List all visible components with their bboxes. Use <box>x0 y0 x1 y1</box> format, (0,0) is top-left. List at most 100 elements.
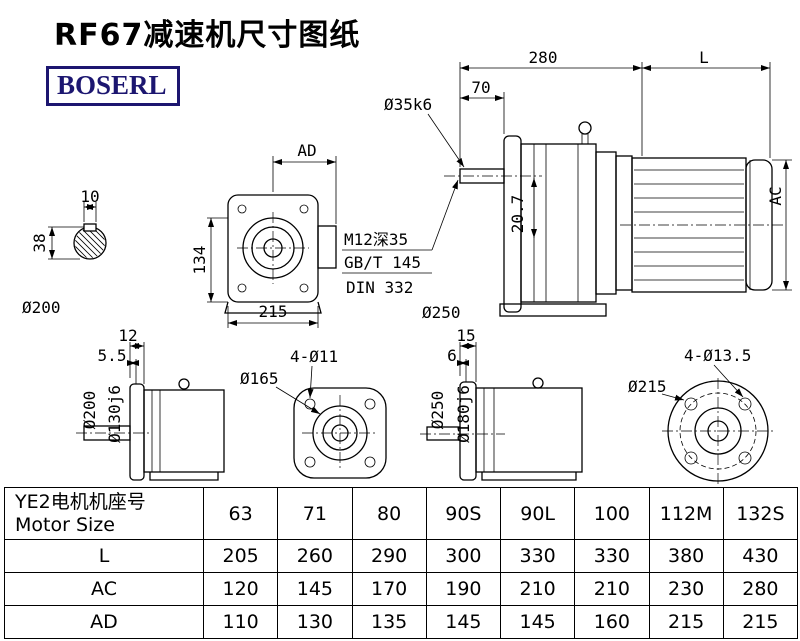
dim-ac: AC <box>766 186 785 205</box>
flange-diameter-label: Ø200 <box>22 298 61 317</box>
keyway <box>83 223 97 232</box>
dimensions: 280 L 70 Ø35k6 AC 20.7 M12深35 GB/T 145 D… <box>342 48 792 322</box>
ad-value: 135 <box>351 605 427 639</box>
ac-value: 145 <box>277 572 353 606</box>
shaft-diameter-label: Ø35k6 <box>384 95 432 114</box>
table-row-ac: AC 120 145 170 190 210 210 230 280 <box>4 572 799 606</box>
bolt-hole <box>738 451 752 465</box>
flange-diameter-label: Ø165 <box>240 369 279 388</box>
flange-od-label: Ø250 <box>428 391 447 430</box>
flange-view-small: Ø165 4-Ø11 <box>240 347 387 479</box>
motor-size-header: YE2电机机座号 Motor Size <box>4 487 204 540</box>
bolt-hole <box>684 451 698 465</box>
motor-size-112m: 112M <box>648 487 724 540</box>
table-row-ad: AD 110 130 135 145 145 160 215 215 <box>4 605 799 639</box>
dim-15: 15 <box>456 326 475 345</box>
tap-note: M12深35 <box>344 230 408 249</box>
bolt-hole <box>299 283 309 293</box>
ad-value: 145 <box>499 605 576 639</box>
dimensions: AD 134 215 <box>190 141 337 328</box>
flange-od-label: Ø200 <box>80 391 99 430</box>
dim-ad: AD <box>297 141 316 160</box>
table-header-row: YE2电机机座号 Motor Size 63 71 80 90S 90L 100… <box>4 487 799 540</box>
dim-215: 215 <box>259 302 288 321</box>
bolt-hole <box>237 283 247 293</box>
row-label-ad: AD <box>4 605 204 639</box>
dim-280: 280 <box>529 48 558 67</box>
motor-size-header-cn: YE2电机机座号 <box>15 490 146 513</box>
dim-70: 70 <box>471 78 490 97</box>
output-shaft <box>444 168 542 184</box>
ad-value: 110 <box>202 605 279 639</box>
shaft-section-drawing: 10 38 Ø200 <box>22 187 107 317</box>
bolt-hole <box>304 398 316 410</box>
dim-6: 6 <box>447 346 457 365</box>
motor-size-header-en: Motor Size <box>15 513 115 536</box>
ad-value: 215 <box>722 605 799 639</box>
bottom-views-drawing: 12 5.5 Ø200 Ø130j6 Ø165 4-Ø11 <box>76 326 774 484</box>
base-foot <box>149 472 219 481</box>
bolt-hole <box>304 456 316 468</box>
bolt-hole <box>684 397 698 411</box>
bolt-hole <box>738 397 752 411</box>
bolt-holes-label: 4-Ø13.5 <box>684 346 751 365</box>
row-label-l: L <box>4 539 204 573</box>
ac-value: 230 <box>648 572 724 606</box>
dimension-table: YE2电机机座号 Motor Size 63 71 80 90S 90L 100… <box>4 487 799 639</box>
flange <box>129 383 145 481</box>
motor-size-80: 80 <box>351 487 427 540</box>
dim-5-5: 5.5 <box>98 346 127 365</box>
dim-12: 12 <box>118 326 137 345</box>
foot-view-small: 12 5.5 Ø200 Ø130j6 <box>76 326 225 481</box>
std-note-2: DIN 332 <box>346 278 413 297</box>
gearbox-face <box>224 194 337 314</box>
std-note-1: GB/T 145 <box>344 253 421 272</box>
motor-size-132s: 132S <box>722 487 799 540</box>
ad-value: 145 <box>425 605 502 639</box>
l-value: 300 <box>425 539 502 573</box>
ac-value: 190 <box>425 572 502 606</box>
shaft-section <box>73 223 107 260</box>
dim-20-7: 20.7 <box>508 195 527 234</box>
motor-size-90l: 90L <box>499 487 576 540</box>
l-value: 290 <box>351 539 427 573</box>
base-foot <box>481 472 577 481</box>
eye-bolt <box>578 121 592 135</box>
base-foot <box>499 303 607 317</box>
l-value: 260 <box>277 539 353 573</box>
ad-value: 130 <box>277 605 353 639</box>
side-view-drawing: 280 L 70 Ø35k6 AC 20.7 M12深35 GB/T 145 D… <box>342 48 792 322</box>
ac-value: 280 <box>722 572 799 606</box>
dim-l: L <box>699 48 709 67</box>
motor-size-71: 71 <box>277 487 353 540</box>
l-value: 330 <box>499 539 576 573</box>
spigot-label: Ø130j6 <box>105 385 124 443</box>
l-value: 205 <box>202 539 279 573</box>
dim-key-width: 10 <box>80 187 99 206</box>
foot-view-large: 15 6 Ø250 Ø180j6 <box>420 326 583 481</box>
flange-diameter-label: Ø250 <box>422 303 461 322</box>
flange-diameter-label: Ø215 <box>628 377 667 396</box>
flange-view-large: Ø215 4-Ø13.5 <box>628 346 774 484</box>
motor-adapter <box>615 155 633 291</box>
bolt-hole <box>364 398 376 410</box>
ad-value: 215 <box>648 605 724 639</box>
motor-size-100: 100 <box>574 487 650 540</box>
bolt-hole <box>364 456 376 468</box>
base-foot <box>224 301 322 314</box>
spigot-label: Ø180j6 <box>454 385 473 443</box>
table-row-l: L 205 260 290 300 330 330 380 430 <box>4 539 799 573</box>
ac-value: 210 <box>574 572 650 606</box>
brand-logo: BOSERL <box>46 66 180 107</box>
side-boss <box>317 225 337 269</box>
eye-bolt <box>532 377 544 389</box>
ac-value: 210 <box>499 572 576 606</box>
motor-size-90s: 90S <box>425 487 502 540</box>
page-title: RF67减速机尺寸图纸 <box>54 18 361 53</box>
housing <box>143 389 225 473</box>
eye-bolt <box>178 378 190 390</box>
bolt-hole <box>299 204 309 214</box>
l-value: 380 <box>648 539 724 573</box>
hatching <box>75 228 105 258</box>
ac-value: 170 <box>351 572 427 606</box>
